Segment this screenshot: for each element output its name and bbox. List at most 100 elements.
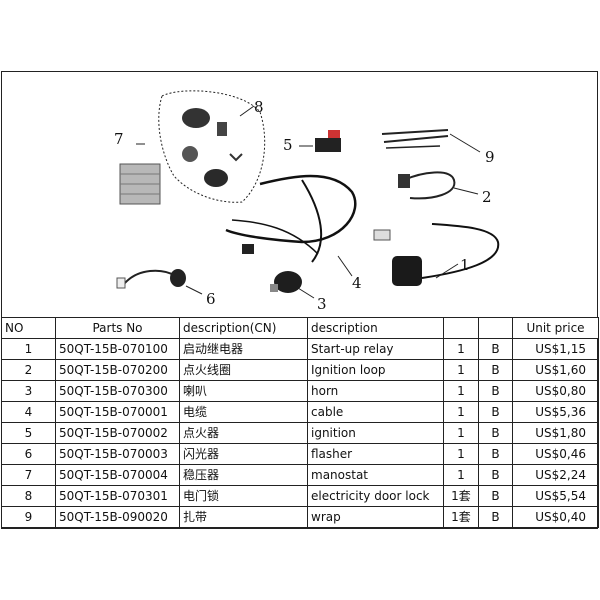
- ignition-coil-part: [403, 171, 456, 200]
- row-description: cable: [307, 401, 444, 423]
- callout-3: 3: [317, 295, 327, 313]
- parts-sheet: 8 7 5 9 2 1 4 3 6 NO Parts No descriptio…: [1, 71, 599, 529]
- row-no: 4: [1, 401, 56, 423]
- horn-part: [274, 271, 302, 293]
- callout-7: 7: [114, 130, 124, 148]
- row-description-cn: 稳压器: [179, 464, 308, 486]
- callout-2: 2: [482, 188, 492, 206]
- header-description-cn: description(CN): [179, 317, 308, 339]
- header-description: description: [307, 317, 444, 339]
- row-description-cn: 电门锁: [179, 485, 308, 507]
- row-grade: B: [478, 338, 513, 360]
- start-relay-part: [392, 256, 422, 286]
- row-qty: 1套: [443, 485, 479, 507]
- callout-4: 4: [352, 274, 362, 292]
- header-parts-no: Parts No: [55, 317, 180, 339]
- row-no: 3: [1, 380, 56, 402]
- row-no: 8: [1, 485, 56, 507]
- row-description: flasher: [307, 443, 444, 465]
- row-description: Start-up relay: [307, 338, 444, 360]
- row-no: 9: [1, 506, 56, 528]
- row-unit-price: US$2,24: [512, 464, 599, 486]
- row-unit-price: US$5,36: [512, 401, 599, 423]
- row-qty: 1套: [443, 506, 479, 528]
- wire-harness-part: [225, 174, 357, 244]
- callout-1: 1: [460, 256, 470, 274]
- row-unit-price: US$1,80: [512, 422, 599, 444]
- ignition-module-part: [315, 138, 341, 152]
- row-grade: B: [478, 422, 513, 444]
- row-parts-no: 50QT-15B-070003: [55, 443, 180, 465]
- row-parts-no: 50QT-15B-070004: [55, 464, 180, 486]
- row-unit-price: US$0,40: [512, 506, 599, 528]
- callout-9: 9: [485, 148, 495, 166]
- row-qty: 1: [443, 359, 479, 381]
- row-grade: B: [478, 485, 513, 507]
- row-description-cn: 启动继电器: [179, 338, 308, 360]
- header-grade: [478, 317, 513, 339]
- cable-tie-3: [385, 145, 441, 149]
- row-grade: B: [478, 464, 513, 486]
- flasher-part: [170, 269, 186, 287]
- row-grade: B: [478, 359, 513, 381]
- callout-8: 8: [254, 98, 264, 116]
- row-parts-no: 50QT-15B-070100: [55, 338, 180, 360]
- row-description-cn: 电缆: [179, 401, 308, 423]
- row-no: 7: [1, 464, 56, 486]
- row-unit-price: US$0,80: [512, 380, 599, 402]
- row-qty: 1: [443, 422, 479, 444]
- row-description-cn: 点火器: [179, 422, 308, 444]
- row-unit-price: US$0,46: [512, 443, 599, 465]
- row-grade: B: [478, 380, 513, 402]
- row-description-cn: 闪光器: [179, 443, 308, 465]
- header-unit-price: Unit price: [512, 317, 599, 339]
- row-unit-price: US$1,60: [512, 359, 599, 381]
- start-relay-cable: [421, 223, 500, 279]
- row-description-cn: 扎带: [179, 506, 308, 528]
- row-qty: 1: [443, 401, 479, 423]
- row-no: 5: [1, 422, 56, 444]
- row-unit-price: US$5,54: [512, 485, 599, 507]
- header-qty: [443, 317, 479, 339]
- table-header-row: NO Parts No description(CN) description …: [1, 317, 599, 339]
- row-qty: 1: [443, 464, 479, 486]
- row-no: 1: [1, 338, 56, 360]
- row-description: Ignition loop: [307, 359, 444, 381]
- ignition-lock-cylinder: [182, 108, 210, 128]
- row-parts-no: 50QT-15B-070301: [55, 485, 180, 507]
- row-description: manostat: [307, 464, 444, 486]
- row-grade: B: [478, 506, 513, 528]
- row-grade: B: [478, 443, 513, 465]
- header-no: NO: [1, 317, 56, 339]
- row-qty: 1: [443, 338, 479, 360]
- key-clip: [229, 153, 243, 162]
- row-parts-no: 50QT-15B-090020: [55, 506, 180, 528]
- seat-lock-cylinder: [204, 169, 228, 187]
- row-description: wrap: [307, 506, 444, 528]
- cable-tie-2: [383, 135, 449, 143]
- parts-diagram-svg: 8 7 5 9 2 1 4 3 6: [114, 90, 500, 313]
- row-qty: 1: [443, 380, 479, 402]
- row-parts-no: 50QT-15B-070001: [55, 401, 180, 423]
- cable-tie-1: [381, 129, 449, 135]
- row-no: 6: [1, 443, 56, 465]
- callout-5: 5: [283, 136, 293, 154]
- row-parts-no: 50QT-15B-070300: [55, 380, 180, 402]
- parts-table: NO Parts No description(CN) description …: [1, 317, 599, 528]
- flasher-cable: [123, 269, 177, 285]
- row-grade: B: [478, 401, 513, 423]
- exploded-parts-diagram: 8 7 5 9 2 1 4 3 6: [2, 72, 597, 318]
- row-description-cn: 喇叭: [179, 380, 308, 402]
- row-no: 2: [1, 359, 56, 381]
- row-parts-no: 50QT-15B-070002: [55, 422, 180, 444]
- ignition-lock-bracket: [217, 122, 227, 136]
- lock-key-part: [182, 146, 198, 162]
